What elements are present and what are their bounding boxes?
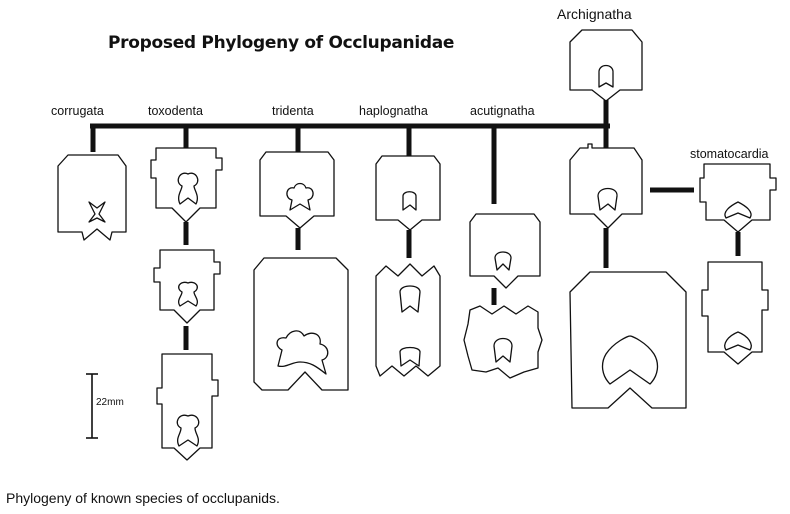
diagram-title: Proposed Phylogeny of Occlupanidae (108, 33, 455, 53)
tag-haplognatha-2 (375, 263, 441, 377)
label-toxodenta: toxodenta (148, 104, 203, 118)
tag-stomatocardia-2 (701, 261, 769, 365)
tag-haplognatha-1 (375, 155, 441, 231)
tag-archignatha-3 (569, 271, 687, 409)
tag-toxodenta-3 (156, 353, 219, 461)
tag-toxodenta-2 (153, 249, 221, 324)
tag-tridenta-1 (259, 151, 335, 229)
label-haplognatha: haplognatha (359, 104, 428, 118)
tag-archignatha-top (569, 29, 643, 102)
scale-bar (86, 373, 98, 439)
tag-acutignatha-2 (463, 305, 543, 379)
label-acutignatha: acutignatha (470, 104, 535, 118)
tag-tridenta-2 (253, 257, 349, 391)
label-stomatocardia: stomatocardia (690, 147, 769, 161)
tag-archignatha-2 (569, 143, 643, 229)
tree-lines (90, 100, 741, 350)
scale-label: 22mm (96, 397, 124, 408)
label-corrugata: corrugata (51, 104, 104, 118)
label-archignatha: Archignatha (557, 6, 632, 22)
tag-stomatocardia-1 (699, 163, 777, 233)
tag-acutignatha-1 (469, 213, 541, 289)
figure-caption: Phylogeny of known species of occlupanid… (6, 490, 280, 506)
tag-corrugata (57, 154, 127, 241)
tag-toxodenta-1 (150, 147, 223, 223)
label-tridenta: tridenta (272, 104, 314, 118)
